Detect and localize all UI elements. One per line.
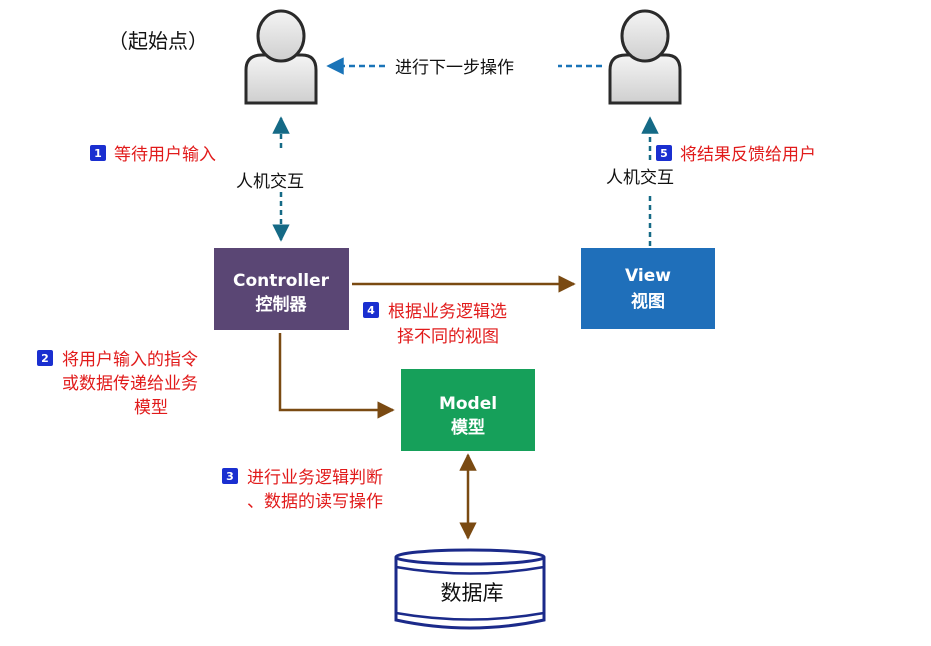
- interaction-label-left: 人机交互: [236, 172, 304, 192]
- view-box: View 视图: [581, 248, 715, 329]
- model-box: Model 模型: [401, 369, 535, 451]
- step-badge-4-num: 4: [367, 304, 375, 317]
- step-badge-4: [363, 302, 379, 318]
- step-badge-2: [37, 350, 53, 366]
- next-step-label: 进行下一步操作: [395, 58, 514, 78]
- step-4-line-1: 根据业务逻辑选: [388, 302, 507, 322]
- step-4: 4 根据业务逻辑选 择不同的视图: [363, 302, 507, 347]
- database-label: 数据库: [441, 581, 504, 605]
- view-title: View: [625, 266, 671, 286]
- model-subtitle: 模型: [451, 417, 485, 438]
- step-3: 3 进行业务逻辑判断 、数据的读写操作: [222, 468, 383, 512]
- controller-to-model-arrow: [278, 333, 395, 419]
- step-badge-1-num: 1: [94, 147, 102, 160]
- model-title: Model: [439, 394, 497, 414]
- start-label: （起始点）: [108, 29, 208, 53]
- controller-title: Controller: [233, 271, 330, 291]
- step-1-text: 等待用户输入: [114, 145, 216, 165]
- user-icon-left: [244, 9, 318, 105]
- step-1: 1 等待用户输入: [90, 145, 216, 165]
- step-2: 2 将用户输入的指令 或数据传递给业务 模型: [37, 350, 198, 418]
- controller-box: Controller 控制器: [214, 248, 349, 330]
- step-badge-2-num: 2: [41, 352, 49, 365]
- user-icon-right: [608, 9, 682, 105]
- step-3-line-2: 、数据的读写操作: [247, 492, 383, 512]
- step-badge-5: [656, 145, 672, 161]
- step-badge-3: [222, 468, 238, 484]
- interaction-label-right: 人机交互: [606, 168, 674, 188]
- view-subtitle: 视图: [631, 291, 665, 312]
- step-3-line-1: 进行业务逻辑判断: [247, 468, 383, 488]
- step-badge-1: [90, 145, 106, 161]
- step-badge-5-num: 5: [660, 147, 668, 160]
- step-2-line-3: 模型: [134, 398, 168, 418]
- step-badge-3-num: 3: [226, 470, 234, 483]
- step-4-line-2: 择不同的视图: [397, 327, 499, 347]
- step-2-line-2: 或数据传递给业务: [62, 374, 198, 394]
- step-5: 5 将结果反馈给用户: [656, 145, 816, 165]
- step-2-line-1: 将用户输入的指令: [62, 350, 198, 370]
- step-5-text: 将结果反馈给用户: [680, 145, 816, 165]
- controller-subtitle: 控制器: [256, 294, 308, 315]
- database-icon: 数据库: [394, 548, 546, 630]
